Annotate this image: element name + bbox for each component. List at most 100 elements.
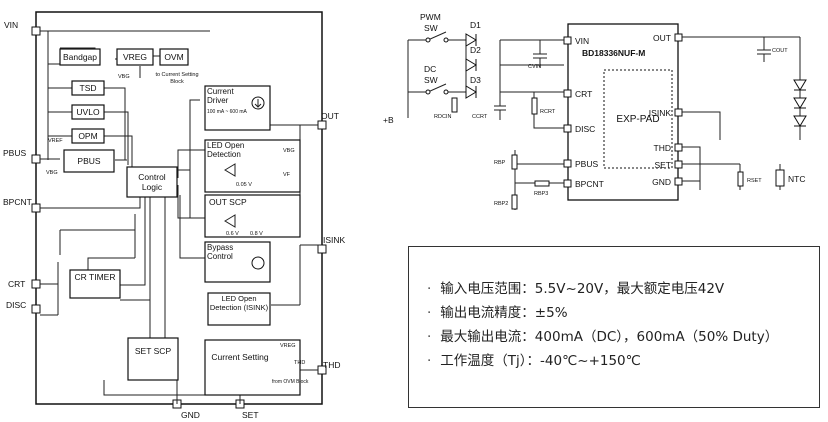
current-setting-label: Current Setting — [211, 352, 269, 362]
out-scp-label: OUT SCP — [209, 197, 247, 207]
diode-d1-icon — [465, 33, 477, 47]
uvlo-label: UVLO — [76, 107, 100, 117]
set-scp-block: SET SCP — [127, 337, 179, 381]
pin-pbus: PBUS — [3, 148, 41, 164]
spec-box: 输入电压范围：5.5V~20V，最大额定电压42V 输出电流精度：±5% 最大输… — [408, 246, 820, 408]
led-2-icon — [793, 97, 807, 109]
pin-label-vin: VIN — [4, 20, 18, 30]
pin-label-pbus: PBUS — [3, 148, 26, 158]
exp-pad-outline — [603, 69, 673, 169]
pin-label-isink: ISINK — [323, 235, 346, 245]
current-driver-label: Current Driver — [207, 87, 234, 105]
pin-label-disc: DISC — [6, 300, 26, 310]
rbp-label: RBP — [494, 160, 506, 166]
thd-note-small: THD — [294, 360, 305, 366]
bandgap-block: Bandgap — [59, 48, 101, 66]
vf-note: VF — [283, 172, 291, 178]
v08-note: 0.8 V — [250, 231, 263, 237]
ic-pin-isink: ISINK — [649, 108, 672, 118]
ntc-thermistor — [775, 169, 785, 187]
ic-pin-bpcnt: BPCNT — [575, 179, 604, 189]
comparator-icon-2 — [224, 214, 236, 228]
spec-list: 输入电压范围：5.5V~20V，最大额定电压42V 输出电流精度：±5% 最大输… — [409, 247, 819, 373]
exp-pad-label: EXP-PAD — [616, 114, 659, 125]
ntc-label: NTC — [788, 174, 805, 184]
diode-d2-icon — [465, 58, 477, 72]
ic-pin-thd: THD — [654, 143, 671, 153]
rcrt-label: RCRT — [540, 109, 556, 115]
led-open-detection-isink-label: LED Open Detection (ISINK) — [209, 294, 269, 312]
cvin-label: CVIN — [528, 64, 541, 70]
pbus-block: PBUS — [63, 149, 115, 173]
ic-pin-out: OUT — [653, 33, 671, 43]
ic-body — [567, 23, 679, 201]
cout-label: COUT — [772, 48, 788, 54]
spec-item: 输出电流精度：±5% — [427, 301, 819, 325]
rbp-resistor — [511, 154, 518, 170]
tsd-block: TSD — [71, 80, 105, 96]
rbp2-resistor — [511, 194, 518, 210]
ic-pin-crt: CRT — [575, 89, 592, 99]
ic-pins-right: OUT ISINK THD SET GND — [649, 33, 683, 187]
pbus-block-label: PBUS — [77, 156, 100, 166]
d3-label: D3 — [470, 75, 481, 85]
pin-bpcnt: BPCNT — [3, 197, 41, 213]
control-logic-label: Control Logic — [138, 172, 166, 192]
led-1-icon — [793, 79, 807, 91]
to-current-setting-note: to Current Setting Block — [155, 72, 198, 85]
supply-label: +B — [383, 115, 394, 125]
ovm-label: OVM — [164, 52, 183, 62]
pwm-sw-label: SW — [424, 23, 438, 33]
rcrt-resistor — [531, 97, 538, 115]
pin-set: SET — [235, 399, 259, 420]
ic-pin-gnd: GND — [652, 177, 671, 187]
rbp3-label: RBP3 — [534, 191, 548, 197]
vreg-note-small: VREG — [280, 343, 296, 349]
pin-vin: VIN — [4, 20, 41, 36]
ic-pin-vin: VIN — [575, 36, 589, 46]
cr-timer-label: CR TIMER — [74, 272, 116, 282]
ic-pin-set: SET — [654, 160, 671, 170]
current-setting-block: Current Setting VREG THD from OVM Block — [204, 339, 308, 396]
current-source-icon-2 — [251, 256, 265, 270]
ic-pin-disc: DISC — [575, 124, 595, 134]
ovm-block: OVM — [159, 48, 189, 66]
dc-sw-label: SW — [424, 75, 438, 85]
vreg-block: VREG — [116, 48, 154, 66]
current-driver-range: 100 mA ~ 600 mA — [207, 109, 247, 115]
pwm-label: PWM — [420, 12, 441, 22]
pin-label-set: SET — [242, 410, 259, 420]
vreg-label: VREG — [123, 52, 147, 62]
led-open-detection-isink-block: LED Open Detection (ISINK) — [207, 292, 271, 326]
dc-label: DC — [424, 64, 436, 74]
ccrt-label: CCRT — [472, 114, 488, 120]
current-driver-block: Current Driver 100 mA ~ 600 mA — [204, 85, 271, 131]
block-diagram: VIN PBUS BPCNT CRT DISC GND SET THD — [3, 11, 346, 420]
rbp2-label: RBP2 — [494, 201, 508, 207]
pin-disc: DISC — [6, 300, 41, 314]
vbg-note-2: VBG — [46, 170, 58, 176]
ic-name: BD18336NUF-M — [582, 48, 645, 58]
pin-label-out: OUT — [321, 111, 339, 121]
d2-label: D2 — [470, 45, 481, 55]
d1-label: D1 — [470, 20, 481, 30]
out-scp-block: OUT SCP 0.6 V 0.8 V — [204, 194, 301, 238]
diode-d3-icon — [465, 85, 477, 99]
pin-isink: ISINK — [317, 235, 346, 254]
ic-pin-pbus: PBUS — [575, 159, 598, 169]
pin-label-gnd: GND — [181, 410, 200, 420]
pin-label-thd: THD — [323, 360, 340, 370]
led-open-detection-block: LED Open Detection 0.05 V VBG VF — [204, 139, 301, 193]
opm-label: OPM — [78, 131, 97, 141]
tsd-label: TSD — [80, 83, 97, 93]
set-scp-label: SET SCP — [134, 346, 172, 356]
spec-item: 输入电压范围：5.5V~20V，最大额定电压42V — [427, 277, 819, 301]
rdcin-label: RDCIN — [434, 114, 451, 120]
rbp3-resistor — [534, 180, 550, 187]
rset-label: RSET — [747, 178, 762, 184]
pin-out: OUT — [317, 111, 339, 130]
opm-block: OPM — [71, 128, 105, 144]
led-open-detection-label: LED Open Detection — [207, 141, 245, 159]
cr-timer-block: CR TIMER — [69, 269, 121, 299]
